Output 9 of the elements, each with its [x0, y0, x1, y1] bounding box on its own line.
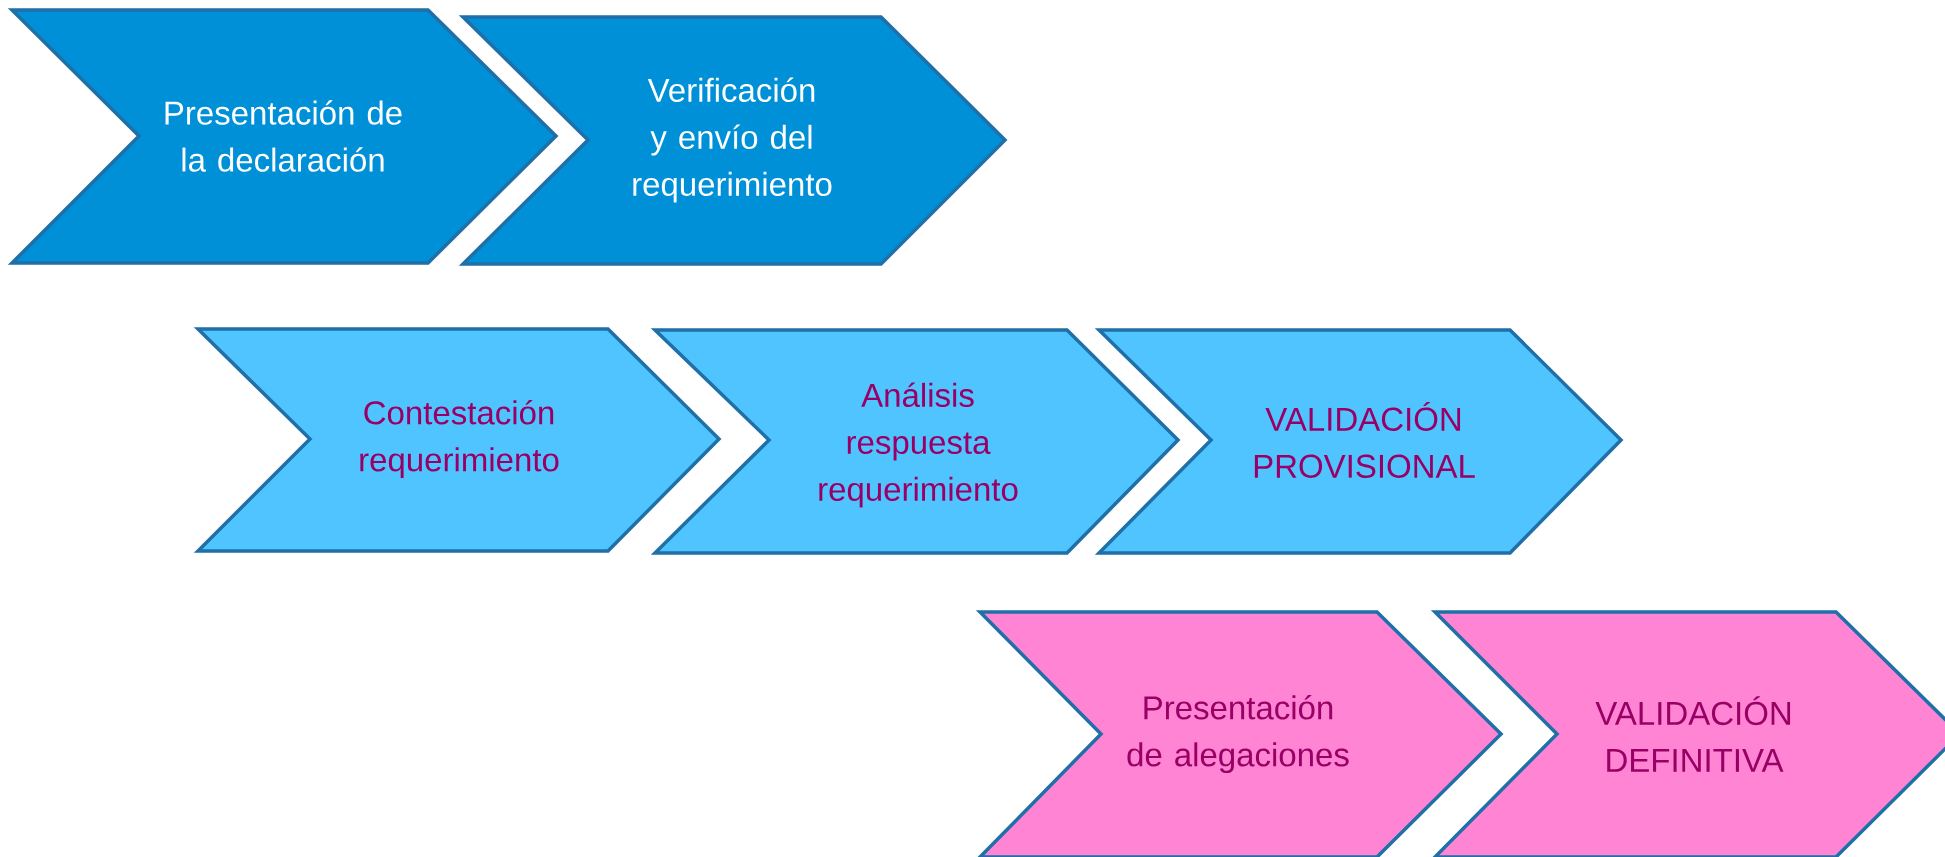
node-label: Presentación de alegaciones [1127, 694, 1349, 774]
chevron-box: Contestación requerimiento [193, 327, 722, 553]
chevron-box: Presentación de la declaración [7, 8, 559, 265]
node-label: VALIDACIÓN DEFINITIVA [1595, 696, 1791, 772]
chevron-box: VALIDACIÓN PROVISIONAL [1094, 328, 1624, 555]
chevron-box: VALIDACIÓN DEFINITIVA [1430, 610, 1945, 857]
chevron-box: Presentación de alegaciones [975, 610, 1504, 857]
chevron-box: Análisis respuesta requerimiento [650, 328, 1181, 555]
chevron-box: Verificación y envío del requerimiento [458, 15, 1008, 266]
